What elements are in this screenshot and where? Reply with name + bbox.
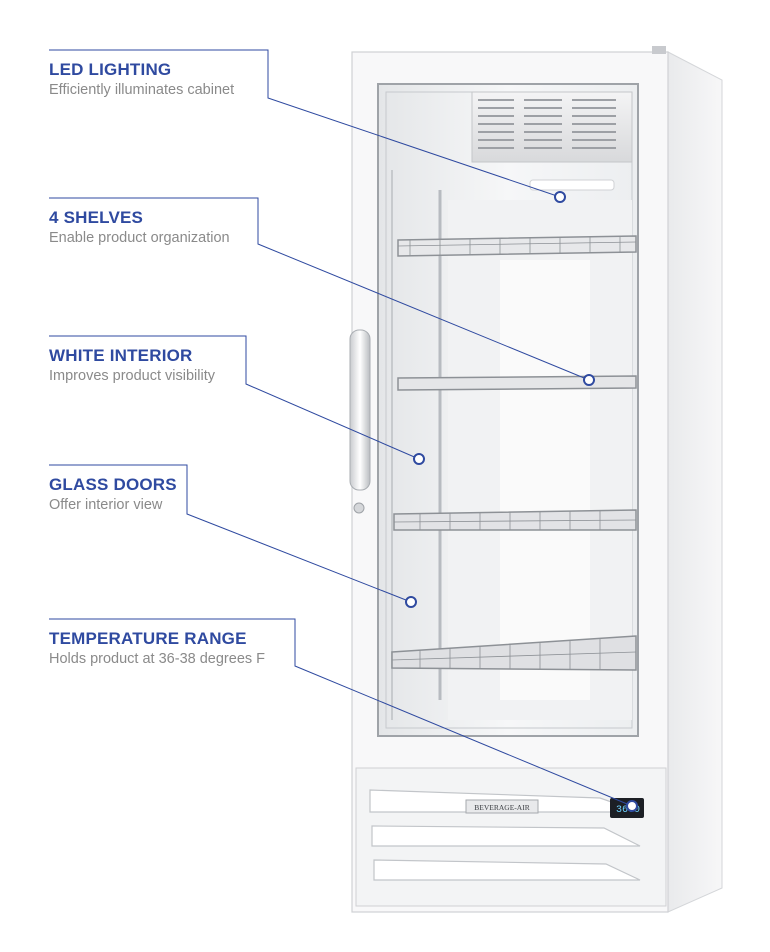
feature-description: Efficiently illuminates cabinet (49, 82, 235, 98)
callout-line-glass (49, 464, 412, 603)
feature-description: Improves product visibility (49, 368, 215, 384)
callout-dot-led (554, 191, 566, 203)
shelf (397, 375, 637, 391)
evaporator-vent (471, 91, 633, 163)
feature-white-interior: WHITE INTERIOR Improves product visibili… (49, 346, 215, 386)
shelf (397, 235, 637, 257)
callout-line-temperature (49, 618, 633, 807)
feature-title: TEMPERATURE RANGE (49, 629, 247, 648)
feature-title: WHITE INTERIOR (49, 346, 193, 365)
feature-title: 4 SHELVES (49, 208, 144, 227)
callout-line-led (49, 49, 561, 198)
callout-dot-temperature (626, 800, 638, 812)
callout-lines (49, 49, 633, 807)
feature-temperature-range: TEMPERATURE RANGE Holds product at 36-38… (49, 629, 265, 669)
callout-dot-shelves (583, 374, 595, 386)
cabinet-side (667, 51, 723, 913)
door-handle[interactable] (349, 329, 371, 491)
callout-line-interior (49, 335, 420, 460)
feature-description: Holds product at 36-38 degrees F (49, 651, 266, 667)
feature-title: LED LIGHTING (49, 60, 172, 79)
callout-line-shelves (49, 197, 590, 381)
feature-glass-doors: GLASS DOORS Offer interior view (49, 475, 177, 515)
feature-title: GLASS DOORS (49, 475, 177, 494)
led-light-strip (529, 179, 615, 191)
callout-dot-interior (413, 453, 425, 465)
callout-dot-glass (405, 596, 417, 608)
shelf (393, 509, 637, 531)
hinge-top (652, 46, 666, 54)
vent-louvers (478, 99, 616, 149)
door-lock[interactable] (353, 502, 365, 514)
feature-led-lighting: LED LIGHTING Efficiently illuminates cab… (49, 60, 234, 100)
brand-plate-text: BEVERAGE-AIR (474, 803, 529, 812)
feature-description: Offer interior view (49, 497, 163, 513)
shelf (391, 635, 637, 671)
feature-description: Enable product organization (49, 230, 230, 246)
feature-shelves: 4 SHELVES Enable product organization (49, 208, 230, 248)
brand-plate (465, 799, 539, 814)
temperature-display-reading: 36.0 (616, 805, 640, 816)
callout-markers (405, 191, 638, 812)
